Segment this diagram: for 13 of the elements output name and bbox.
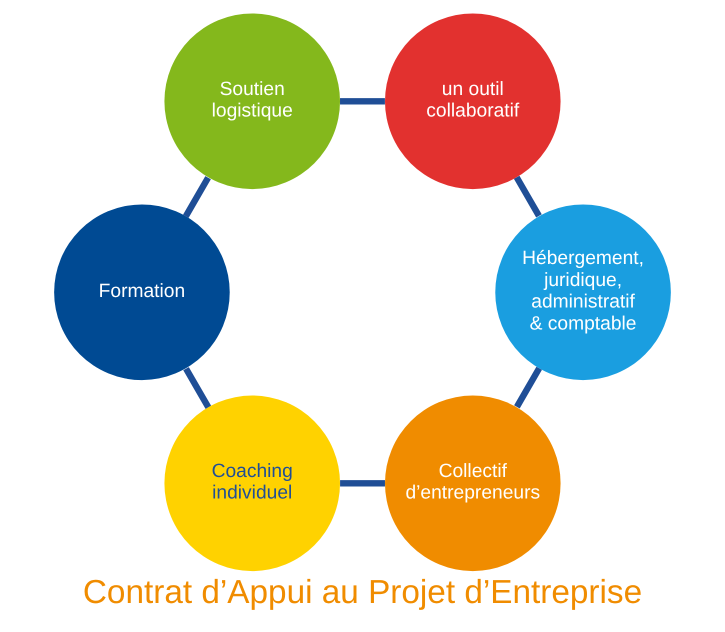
connector [340, 480, 385, 486]
connector [514, 176, 542, 218]
connector [514, 366, 542, 408]
connector [183, 367, 212, 409]
node-circle: un outil collaboratif [384, 13, 561, 190]
connector [340, 98, 385, 104]
diagram-title: Contrat d’Appui au Projet d’Entreprise [82, 574, 642, 611]
connector [183, 176, 211, 218]
node-circle: Soutien logistique [164, 13, 340, 190]
node-circle: Collectif d’entrepreneurs [384, 396, 561, 572]
node-circle: Hébergement, juridique, administratif & comptable [495, 204, 671, 380]
node-circle: Formation [54, 204, 230, 380]
node-circle: Coaching individuel [164, 396, 340, 572]
